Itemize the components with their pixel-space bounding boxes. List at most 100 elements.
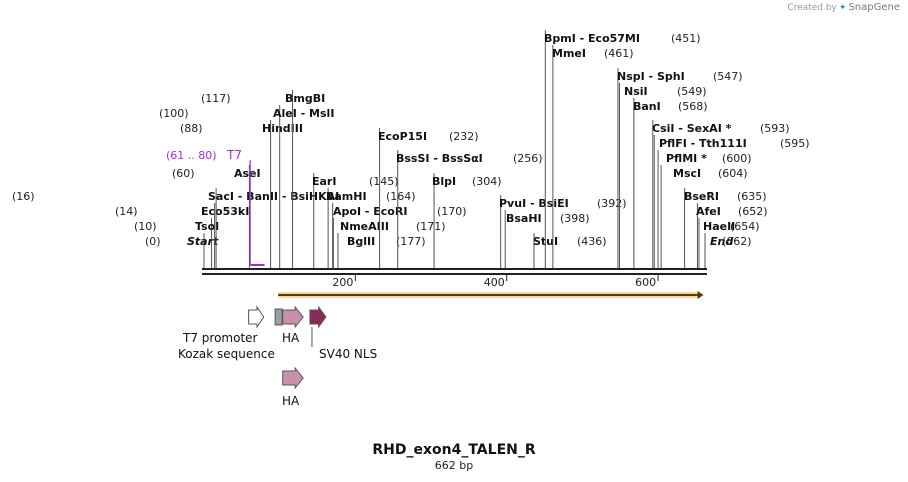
- site-position: (461): [604, 47, 634, 60]
- restriction-site: NsiI (549): [618, 83, 707, 268]
- orf-arrow: [278, 291, 704, 299]
- map-length: 662 bp: [434, 459, 474, 472]
- site-position: (547): [713, 70, 743, 83]
- site-name: BlpI: [432, 175, 456, 188]
- site-position: (145): [369, 175, 399, 188]
- feature-kozak-sequence: Kozak sequence: [178, 308, 283, 361]
- restriction-site: BmgBI (117): [201, 90, 325, 268]
- restriction-site: BlpI (304): [432, 173, 502, 268]
- feature-label: T7 promoter: [182, 331, 258, 345]
- primer-range: (61 .. 80): [166, 149, 217, 162]
- restriction-site: Start (0): [145, 233, 219, 268]
- restriction-site: HaeII(654): [698, 218, 760, 268]
- site-position: (451): [671, 32, 701, 45]
- feature-box: [274, 308, 283, 326]
- restriction-site: MscI(604): [660, 165, 748, 268]
- snapgene-logo-icon: ✦: [838, 2, 847, 13]
- restriction-site: PflFI - Tth111I (595): [653, 135, 810, 268]
- restriction-site: AfeI (652): [696, 203, 768, 268]
- scale-tick-label: 600: [635, 276, 656, 289]
- site-name: AfeI: [696, 205, 721, 218]
- site-name: ApoI - EcoRI: [333, 205, 407, 218]
- site-position: (0): [145, 235, 161, 248]
- feature-sv40-nls: SV40 NLS: [309, 305, 377, 361]
- sequence-map: 200 400 600 Start (0) TsoI (10)Eco53kI(14)SacI…: [12, 30, 810, 408]
- map-title-block: RHD_exon4_TALEN_R 662 bp: [0, 442, 908, 472]
- t7-primer: (61 .. 80) T7: [166, 148, 265, 266]
- site-name: BglII: [347, 235, 375, 248]
- site-position: (304): [472, 175, 502, 188]
- site-position: (604): [718, 167, 748, 180]
- restriction-site: PflMI *(600): [657, 150, 752, 268]
- backbone-bottom-strand: [202, 273, 707, 275]
- site-position: (654): [730, 220, 760, 233]
- restriction-site: StuI(436): [533, 233, 607, 268]
- site-position: (10): [134, 220, 157, 233]
- restriction-site: EarI (145): [312, 173, 399, 268]
- site-name: HaeII: [703, 220, 735, 233]
- site-name: BssSI - BssSαI: [396, 152, 483, 165]
- site-position: (549): [677, 85, 707, 98]
- site-name: End: [710, 235, 733, 248]
- site-position: (117): [201, 92, 231, 105]
- map-title: RHD_exon4_TALEN_R: [372, 442, 536, 458]
- feature-arrow: [309, 305, 327, 329]
- brand-created-by: Created by: [787, 2, 837, 13]
- restriction-site: MmeI(461): [552, 45, 634, 268]
- site-position: (256): [513, 152, 543, 165]
- site-name: BseRI: [684, 190, 719, 203]
- site-position: (595): [780, 137, 810, 150]
- feature-arrow: [282, 366, 304, 390]
- site-name: NspI - SphI: [617, 70, 685, 83]
- orf-arrowhead: [697, 291, 704, 299]
- feature-label: HA: [282, 394, 300, 408]
- restriction-site: ApoI - EcoRI(170): [332, 203, 467, 268]
- site-name: NmeAIII: [340, 220, 389, 233]
- restriction-site: AleI - MslI(100): [159, 105, 334, 268]
- primer-name: T7: [226, 148, 242, 162]
- site-position: (171): [416, 220, 446, 233]
- site-position: (14): [115, 205, 138, 218]
- site-name: PflMI *: [666, 152, 707, 165]
- restriction-site: NmeAIII (171): [332, 218, 446, 268]
- site-name: BmgBI: [285, 92, 325, 105]
- restriction-site: EcoP15I (232): [378, 128, 479, 268]
- restriction-site: Eco53kI(14): [115, 203, 249, 268]
- feature-label: SV40 NLS: [319, 347, 377, 361]
- feature-label: Kozak sequence: [178, 347, 275, 361]
- site-position: (392): [597, 197, 627, 210]
- site-position: (164): [386, 190, 416, 203]
- site-name: NsiI: [624, 85, 648, 98]
- site-name: AseI: [234, 167, 261, 180]
- restriction-site: SacI - BanII - BsiHKAI(16): [12, 188, 339, 268]
- site-position: (652): [738, 205, 768, 218]
- site-position: (16): [12, 190, 35, 203]
- site-position: (177): [396, 235, 426, 248]
- site-position: (88): [180, 122, 203, 135]
- restriction-site: BssSI - BssSαI (256): [396, 150, 543, 268]
- site-name: BsaHI: [506, 212, 542, 225]
- feature-ha: HA: [282, 305, 304, 345]
- site-name: TsoI: [195, 220, 219, 233]
- restriction-site: CsiI - SexAI *(593): [652, 120, 790, 268]
- backbone-top-strand: [202, 268, 707, 270]
- scale-tick-label: 200: [332, 276, 353, 289]
- site-name: EarI: [312, 175, 336, 188]
- site-name: BamHI: [326, 190, 367, 203]
- restriction-site: BamHI (164): [326, 188, 416, 268]
- restriction-site: PvuI - BsiEI(392): [499, 195, 627, 268]
- restriction-site: BsaHI(398): [504, 210, 590, 268]
- site-position: (232): [449, 130, 479, 143]
- restriction-site: End(662): [704, 233, 752, 268]
- site-name: Start: [187, 235, 219, 248]
- site-name: BpmI - Eco57MI: [544, 32, 640, 45]
- site-name: PflFI - Tth111I: [659, 137, 747, 150]
- restriction-site: TsoI (10): [134, 218, 219, 268]
- site-position: (593): [760, 122, 790, 135]
- site-name: EcoP15I: [378, 130, 427, 143]
- snapgene-brand: Created by ✦ SnapGene: [787, 2, 900, 13]
- restriction-site: BpmI - Eco57MI (451): [544, 30, 701, 268]
- restriction-site: BseRI(635): [684, 188, 767, 268]
- scale-tick-label: 400: [484, 276, 505, 289]
- feature-ha: HA: [282, 366, 304, 408]
